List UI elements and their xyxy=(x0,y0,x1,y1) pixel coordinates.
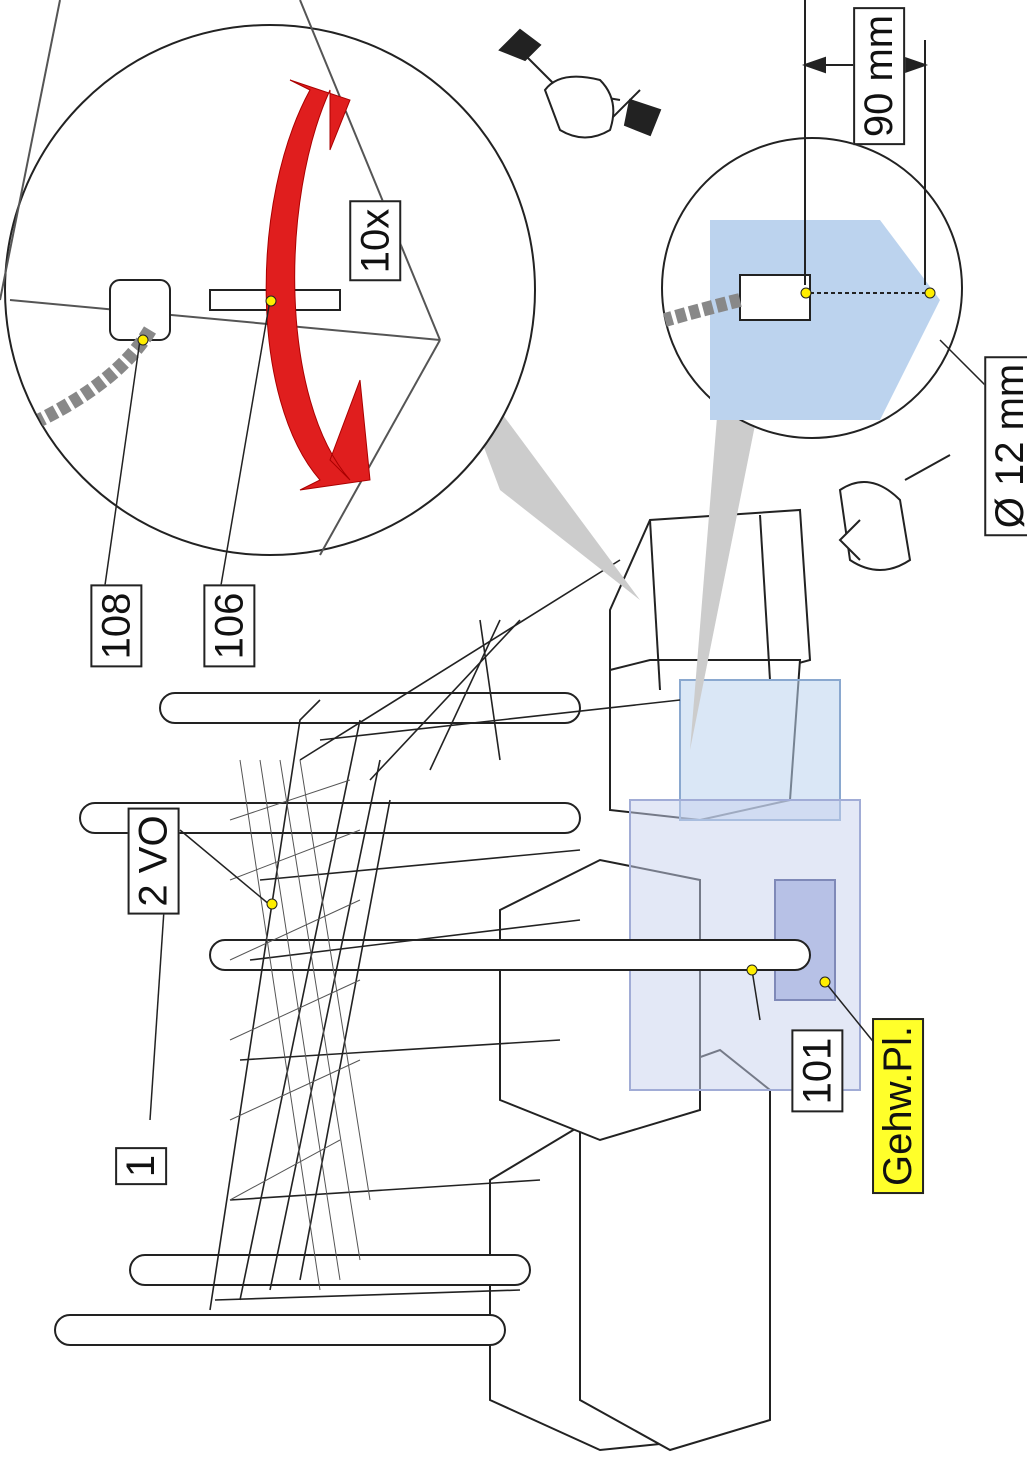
label-drill-12mm: Ø 12 mm xyxy=(984,355,1027,537)
label-part-2vo: 2 VO xyxy=(127,807,180,915)
label-part-101: 101 xyxy=(791,1029,844,1113)
label-part-106: 106 xyxy=(203,584,256,668)
label-part-gehw: Gehw.Pl. xyxy=(872,1017,925,1195)
wrench-hand-icon xyxy=(498,28,662,139)
label-part-108: 108 xyxy=(90,584,143,668)
drill-icon xyxy=(838,454,951,571)
rotation-arrow-icon xyxy=(265,79,371,491)
label-depth-90mm: 90 mm xyxy=(853,6,906,146)
label-part-1: 1 xyxy=(115,1146,168,1186)
zoom-cone-bottom xyxy=(690,380,760,750)
detail-circle-small xyxy=(661,137,963,439)
net-mesh xyxy=(229,759,371,1291)
label-count-10x: 10x xyxy=(349,200,402,282)
